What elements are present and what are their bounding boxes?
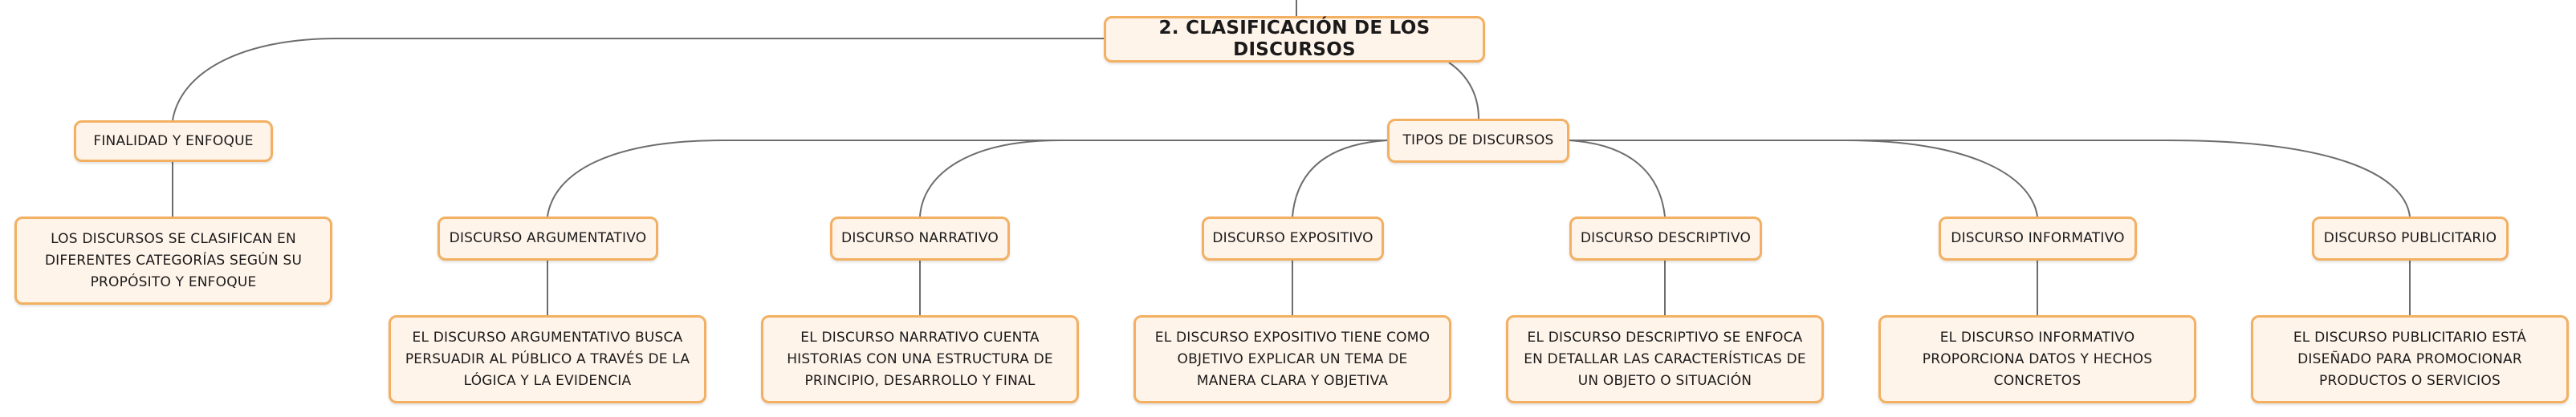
publicitario-desc-node[interactable]: EL DISCURSO PUBLICITARIO ESTÁ DISEÑADO P… bbox=[2251, 315, 2569, 403]
descriptivo-desc-node[interactable]: EL DISCURSO DESCRIPTIVO SE ENFOCA EN DET… bbox=[1506, 315, 1824, 403]
connector-line bbox=[172, 38, 1104, 121]
connector-line bbox=[547, 140, 1387, 217]
finalidad-node[interactable]: FINALIDAD Y ENFOQUE bbox=[74, 120, 273, 162]
connector-line bbox=[919, 140, 1387, 217]
argumentativo-desc-node[interactable]: EL DISCURSO ARGUMENTATIVO BUSCA PERSUADI… bbox=[389, 315, 706, 403]
narrativo-desc-node[interactable]: EL DISCURSO NARRATIVO CUENTA HISTORIAS C… bbox=[761, 315, 1079, 403]
expositivo-node[interactable]: DISCURSO EXPOSITIVO bbox=[1202, 217, 1384, 261]
publicitario-node[interactable]: DISCURSO PUBLICITARIO bbox=[2312, 217, 2509, 261]
narrativo-node[interactable]: DISCURSO NARRATIVO bbox=[830, 217, 1010, 261]
connector-line bbox=[1448, 62, 1479, 119]
connector-line bbox=[1569, 140, 1666, 217]
tipos-node[interactable]: TIPOS DE DISCURSOS bbox=[1387, 119, 1569, 163]
informativo-node[interactable]: DISCURSO INFORMATIVO bbox=[1939, 217, 2137, 261]
argumentativo-node[interactable]: DISCURSO ARGUMENTATIVO bbox=[437, 217, 658, 261]
connector-line bbox=[1569, 140, 2411, 217]
finalidad-desc-node[interactable]: LOS DISCURSOS SE CLASIFICAN EN DIFERENTE… bbox=[14, 217, 332, 305]
connector-line bbox=[1292, 140, 1388, 217]
informativo-desc-node[interactable]: EL DISCURSO INFORMATIVO PROPORCIONA DATO… bbox=[1878, 315, 2196, 403]
expositivo-desc-node[interactable]: EL DISCURSO EXPOSITIVO TIENE COMO OBJETI… bbox=[1133, 315, 1451, 403]
connector-line bbox=[1569, 140, 2038, 217]
descriptivo-node[interactable]: DISCURSO DESCRIPTIVO bbox=[1569, 217, 1762, 261]
root-node[interactable]: 2. CLASIFICACIÓN DE LOS DISCURSOS bbox=[1104, 16, 1485, 63]
